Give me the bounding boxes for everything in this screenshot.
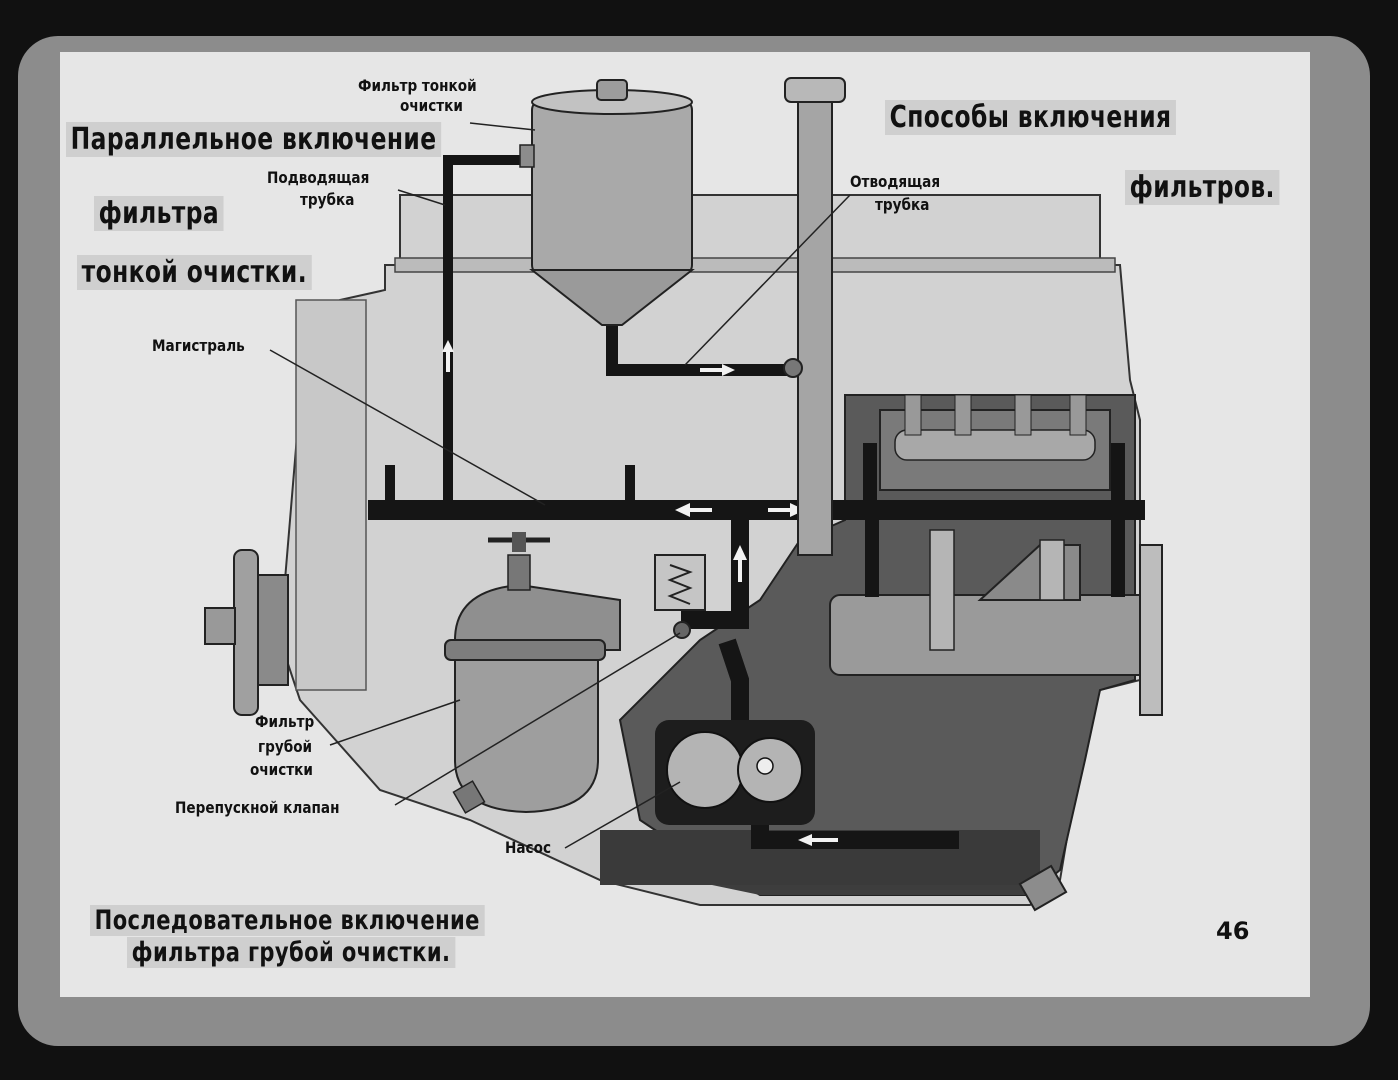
label-supply-tube-2: трубка (300, 190, 355, 209)
parallel-heading-line-3: тонкой очистки. (77, 255, 312, 290)
label-pump: Насос (505, 838, 552, 857)
label-coarse-filter-1: Фильтр (255, 712, 315, 731)
leader-lines (269, 122, 851, 849)
oil-pump (655, 720, 815, 825)
label-outlet-tube-2: трубка (875, 195, 930, 214)
oil-pipes (368, 155, 1145, 849)
fine-filter (519, 79, 695, 326)
label-fine-filter-2: очистки (400, 96, 463, 115)
pump-gear-left (666, 731, 744, 809)
suction-line (751, 811, 959, 849)
label-coarse-filter-2: грубой (258, 737, 313, 756)
title-line-2: фильтров. (1125, 170, 1280, 205)
radiator (295, 299, 367, 691)
drain-plug (1018, 864, 1068, 912)
supply-tube (443, 155, 535, 510)
arrow-left (675, 503, 690, 517)
label-coarse-filter-3: очистки (250, 760, 313, 779)
bypass-valve (654, 554, 706, 639)
title-line-1: Способы включения (885, 100, 1177, 135)
crankshaft (829, 594, 1161, 676)
label-supply-tube-1: Подводящая (267, 168, 370, 187)
label-bypass-valve: Перепускной клапан (175, 798, 340, 817)
sequential-heading-line-1: Последовательное включение (90, 905, 485, 936)
arrow-up (733, 545, 747, 560)
label-outlet-tube-1: Отводящая (850, 172, 941, 191)
page-number: 46 (1216, 917, 1250, 945)
parallel-heading-line-2: фильтра (94, 196, 224, 231)
label-fine-filter-1: Фильтр тонкой (358, 76, 477, 95)
label-main-line: Магистраль (152, 336, 245, 355)
parallel-heading-line-1: Параллельное включение (66, 122, 442, 157)
sequential-heading-line-2: фильтра грубой очистки. (127, 937, 456, 968)
filler-pipe (783, 77, 846, 556)
crank-pulley (204, 549, 289, 716)
coarse-filter (444, 532, 621, 814)
